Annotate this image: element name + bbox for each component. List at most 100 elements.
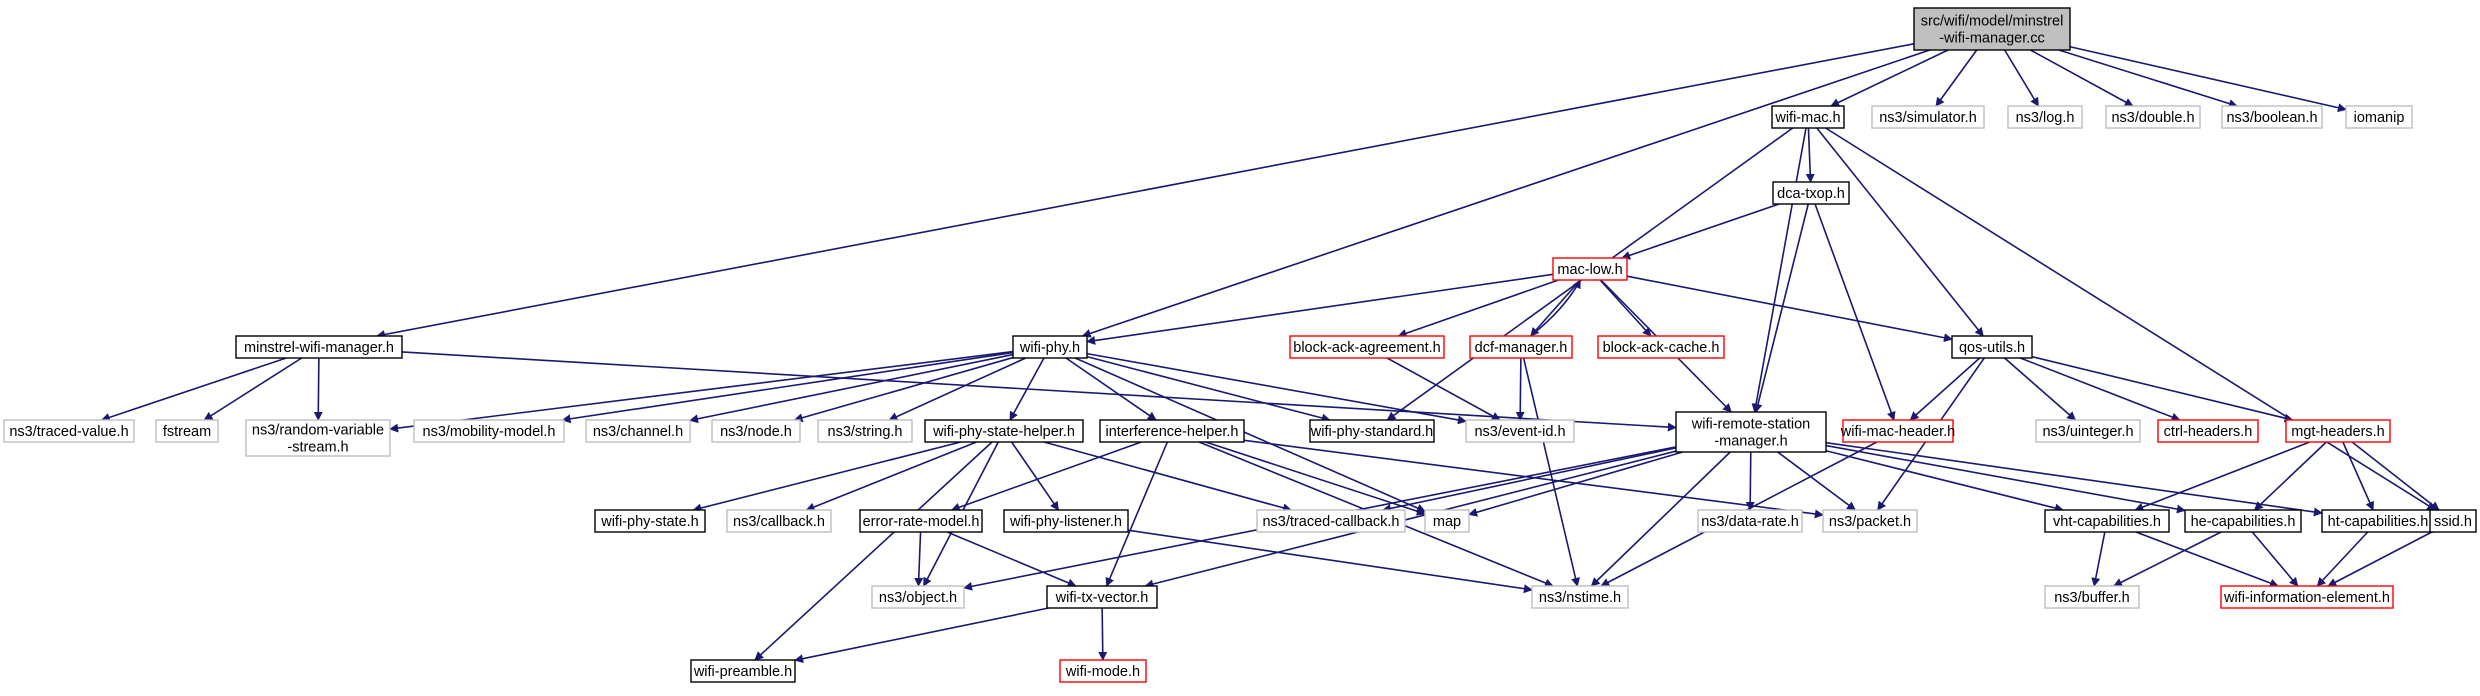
node-label: wifi-phy-state-helper.h [932,424,1075,440]
node-dca-txop[interactable]: dca-txop.h [1772,181,1850,205]
node-traced-value[interactable]: ns3/traced-value.h [3,419,135,443]
node-fstream[interactable]: fstream [155,419,219,443]
node-label: ns3/mobility-model.h [423,424,556,440]
node-label: -wifi-manager.cc [1939,31,2045,47]
node-label: wifi-remote-station [1691,417,1810,433]
node-label: wifi-mode.h [1065,664,1140,680]
edge-mgt_headers-to-vht [2134,441,2311,512]
node-wifi-phy[interactable]: wifi-phy.h [1012,335,1088,359]
node-box [594,509,706,533]
node-string[interactable]: ns3/string.h [817,419,913,443]
node-object[interactable]: ns3/object.h [871,585,965,609]
node-uinteger[interactable]: ns3/uinteger.h [2035,419,2141,443]
node-label: block-ack-agreement.h [1293,340,1441,356]
node-node[interactable]: ns3/node.h [711,419,801,443]
node-wifi-mac-header[interactable]: wifi-mac-header.h [1840,419,1955,443]
nodes-layer: src/wifi/model/minstrel-wifi-manager.cc w… [3,7,2477,683]
edge-wrsm-to-wifi_tx_vector [1144,450,1677,589]
node-ns3-simulator[interactable]: ns3/simulator.h [1871,105,1985,129]
node-mgt-headers[interactable]: mgt-headers.h [2285,419,2391,443]
node-data-rate[interactable]: ns3/data-rate.h [1697,509,1803,533]
node-label: dcf-manager.h [1475,340,1568,356]
edge-mgt_headers-to-he [2253,441,2327,511]
node-box [2105,105,2201,129]
node-ns3-log[interactable]: ns3/log.h [2007,105,2083,129]
node-callback[interactable]: ns3/callback.h [726,509,832,533]
node-nstime[interactable]: ns3/nstime.h [1531,585,1629,609]
node-box [2035,419,2141,443]
node-he[interactable]: he-capabilities.h [2184,509,2302,533]
edge-dcf_manager-to-event_id [1515,357,1525,421]
node-label: ns3/boolean.h [2226,110,2317,126]
node-wifi-phy-state[interactable]: wifi-phy-state.h [594,509,706,533]
node-packet[interactable]: ns3/packet.h [1822,509,1918,533]
node-box [2285,419,2391,443]
edge-wpsh-to-wifi_phy_listener [1010,441,1060,511]
node-box [859,509,983,533]
node-traced-callback[interactable]: ns3/traced-callback.h [1256,509,1406,533]
node-label: ns3/packet.h [1829,514,1911,530]
edges-layer [100,43,2440,664]
node-label: -stream.h [287,440,348,456]
node-wifi-info-elem[interactable]: wifi-information-element.h [2220,585,2394,609]
node-wifi-phy-standard[interactable]: wifi-phy-standard.h [1309,419,1435,443]
edge-wifi_phy-to-interference [1065,357,1157,421]
node-interference[interactable]: interference-helper.h [1099,419,1245,443]
node-ctrl-headers[interactable]: ctrl-headers.h [2157,419,2259,443]
node-dcf-manager[interactable]: dcf-manager.h [1469,335,1573,359]
edge-he-to-wifi_info_elem [2251,531,2299,587]
node-label: block-ack-cache.h [1603,340,1720,356]
edge-minstrel-to-wrsm [401,351,1677,432]
node-map[interactable]: map [1424,509,1470,533]
edge-wifi_phy-to-random_var [389,350,1014,433]
node-label: ns3/callback.h [733,514,825,530]
node-iomanip[interactable]: iomanip [2345,105,2413,129]
node-box [2345,105,2413,129]
node-wifi-tx-vector[interactable]: wifi-tx-vector.h [1046,585,1158,609]
node-channel[interactable]: ns3/channel.h [585,419,691,443]
node-error-rate[interactable]: error-rate-model.h [859,509,983,533]
node-qos-utils[interactable]: qos-utils.h [1951,335,2033,359]
node-root: src/wifi/model/minstrel-wifi-manager.cc [1913,7,2071,51]
node-box [585,419,691,443]
node-wrsm[interactable]: wifi-remote-station-manager.h [1675,411,1827,453]
node-label: error-rate-model.h [863,514,980,530]
node-box [690,659,796,683]
node-mac-low[interactable]: mac-low.h [1552,257,1628,281]
node-random-var[interactable]: ns3/random-variable-stream.h [245,419,391,457]
node-wifi-preamble[interactable]: wifi-preamble.h [690,659,796,683]
node-label: ns3/string.h [828,424,903,440]
node-ssid[interactable]: ssid.h [2429,509,2477,533]
node-wifi-mode[interactable]: wifi-mode.h [1059,659,1147,683]
node-wifi-mac[interactable]: wifi-mac.h [1771,105,1845,129]
edge-wifi_mac-to-qos_utils [1816,127,1984,337]
node-box [2184,509,2302,533]
node-ns3-double[interactable]: ns3/double.h [2105,105,2201,129]
edge-mac_low-to-wifi_phy [1086,273,1554,345]
node-label: minstrel-wifi-manager.h [244,340,394,356]
node-mobility[interactable]: ns3/mobility-model.h [413,419,565,443]
node-box [2429,509,2477,533]
edge-wrsm-to-traced_callback [1382,447,1677,513]
node-box [1697,509,1803,533]
edge-dcf_manager-to-mac_low [1530,279,1581,337]
node-label: ns3/data-rate.h [1701,514,1799,530]
edge-wifi_phy_listener-to-nstime [1127,529,1533,594]
node-label: dca-txop.h [1777,186,1845,202]
node-vht[interactable]: vht-capabilities.h [2044,509,2170,533]
node-wpsh[interactable]: wifi-phy-state-helper.h [924,419,1084,443]
node-box [1309,419,1435,443]
node-box [1256,509,1406,533]
node-buffer[interactable]: ns3/buffer.h [2044,585,2140,609]
node-ns3-boolean[interactable]: ns3/boolean.h [2221,105,2323,129]
node-box [1822,509,1918,533]
node-event-id[interactable]: ns3/event-id.h [1465,419,1575,443]
node-block-ack-cache[interactable]: block-ack-cache.h [1597,335,1725,359]
node-block-ack-agreement[interactable]: block-ack-agreement.h [1289,335,1445,359]
node-wifi-phy-listener[interactable]: wifi-phy-listener.h [1003,509,1129,533]
node-ht[interactable]: ht-capabilities.h [2321,509,2435,533]
edge-error_rate-to-wifi_tx_vector [946,531,1077,588]
node-minstrel[interactable]: minstrel-wifi-manager.h [235,335,403,359]
edge-root-to-wifi_mac [1830,49,1949,107]
node-box [726,509,832,533]
